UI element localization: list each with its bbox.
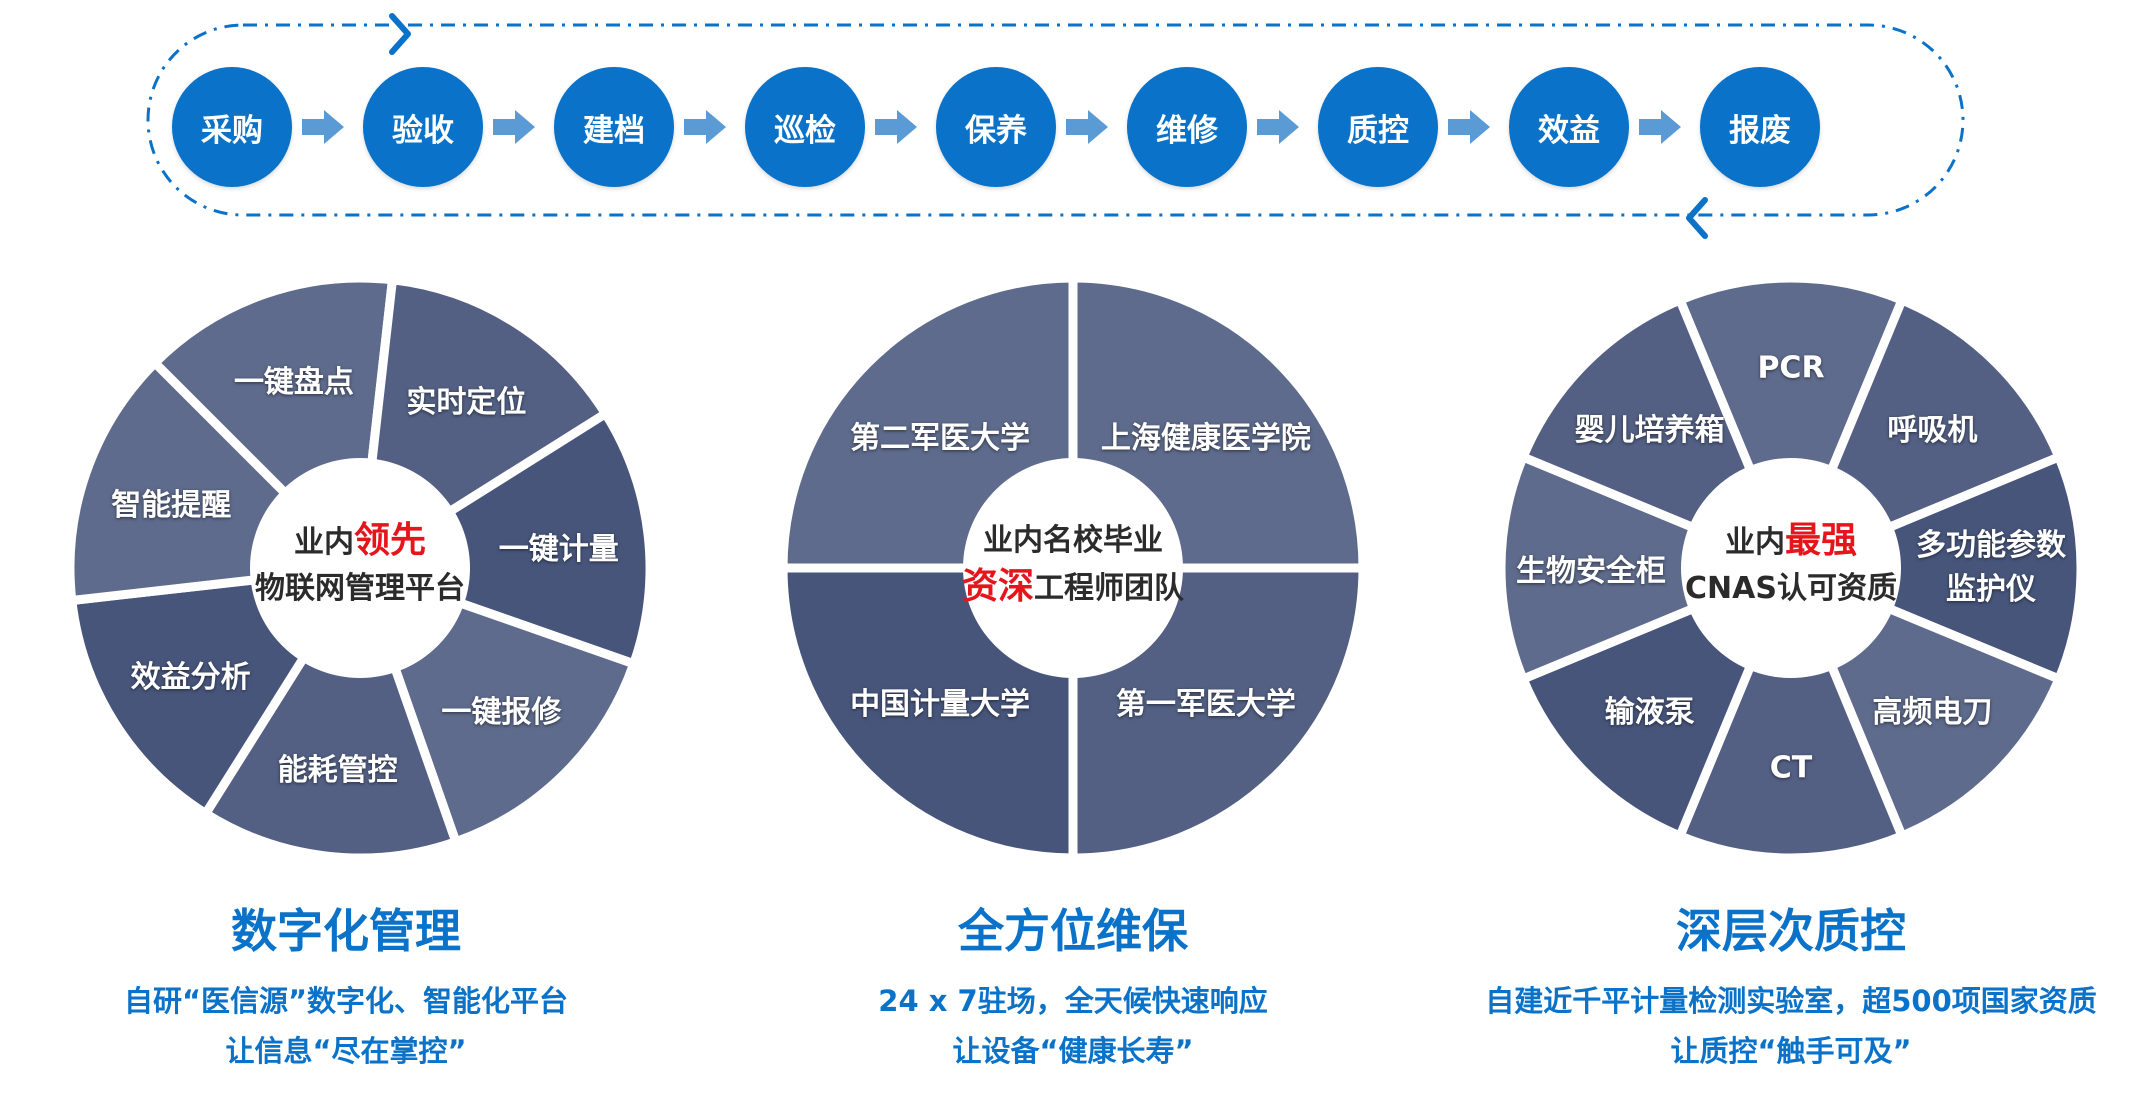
segment-label: 生物安全柜 — [1516, 554, 1666, 589]
wheel-center-hub — [250, 458, 470, 678]
wheel-segment[interactable] — [199, 557, 462, 863]
process-flow: 采购验收建档巡检保养维修质控效益报废 — [0, 0, 2147, 240]
segment-label: 婴儿培养箱 — [1574, 412, 1725, 448]
step-2[interactable]: 验收 — [363, 67, 483, 187]
maintenance-wheel: 业内名校毕业 资深工程师团队 上海健康医学院第一军医大学 中国计量大学第二军医大学 — [773, 268, 1373, 868]
segment-label: PCR — [1757, 350, 1825, 386]
segment-label: 多功能参数监护仪 — [1916, 528, 2066, 607]
center-highlight: 最强 — [1784, 520, 1858, 561]
wheel-center-hub — [963, 458, 1183, 678]
loop-arrow-left-icon — [1686, 197, 1708, 239]
wheel-segments — [778, 273, 1368, 863]
section-title-maintenance: 全方位维保 — [958, 904, 1188, 958]
flow-loop — [146, 13, 1965, 239]
wheel-segment[interactable] — [1779, 451, 2086, 685]
segment-label: 能耗管控 — [277, 752, 398, 788]
segment-label: 效益分析 — [130, 660, 251, 696]
segment-label: 高频电刀 — [1872, 695, 1993, 731]
section-desc-line1: 24 x 7驻场，全天候快速响应 — [878, 984, 1268, 1018]
segment-label: 第二军医大学 — [850, 421, 1031, 457]
section-desc-line2: 让设备“健康长寿” — [952, 1034, 1194, 1068]
segment-label: 实时定位 — [406, 384, 527, 420]
arrow-right-icon — [302, 110, 344, 144]
center-line1: 业内名校毕业 — [982, 523, 1163, 558]
section-title-digital: 数字化管理 — [231, 904, 461, 958]
segment-label: 中国计量大学 — [850, 686, 1031, 722]
segment-label: CT — [1769, 750, 1813, 786]
step-5[interactable]: 保养 — [936, 67, 1056, 187]
wheel-center-text: 业内领先 物联网管理平台 — [255, 518, 465, 612]
arrow-right-icon — [1639, 110, 1681, 144]
center-line2: 物联网管理平台 — [255, 571, 465, 606]
segment-label: 一键盘点 — [233, 365, 354, 401]
arrow-right-icon — [1066, 110, 1108, 144]
segment-label: 第一军医大学 — [1115, 686, 1296, 722]
section-desc-line1: 自研“医信源”数字化、智能化平台 — [123, 984, 569, 1018]
segment-label: 一键计量 — [498, 531, 619, 567]
step-6[interactable]: 维修 — [1127, 67, 1247, 187]
wheel-center-hub — [1681, 458, 1901, 678]
section-desc-line2: 让信息“尽在掌控” — [225, 1034, 467, 1068]
center-prefix: 业内 — [293, 525, 354, 560]
center-highlight: 领先 — [353, 520, 426, 561]
arrow-right-icon — [875, 110, 917, 144]
center-prefix: 业内 — [1724, 525, 1785, 560]
center-suffix: 工程师团队 — [1034, 571, 1185, 606]
dashed-loop-outline — [146, 23, 1965, 217]
segment-label: 输液泵 — [1604, 695, 1695, 731]
arrow-right-icon — [684, 110, 726, 144]
loop-arrow-right-icon — [389, 13, 411, 55]
wheel-segment[interactable] — [1674, 556, 1908, 863]
step-7[interactable]: 质控 — [1318, 67, 1438, 187]
arrow-right-icon — [493, 110, 535, 144]
wheel-segment[interactable] — [349, 407, 655, 670]
wheel-center-text: 业内最强 CNAS认可资质 — [1685, 518, 1897, 612]
quality-control-wheel: 业内最强 CNAS认可资质 PCR 呼吸机多功能参数监护仪高频电刀 CT 输液泵 生物安… — [1491, 268, 2091, 868]
wheel-segments — [65, 273, 655, 863]
wheel-segment[interactable] — [1674, 273, 1908, 580]
center-highlight: 资深 — [961, 566, 1035, 607]
arrow-right-icon — [1448, 110, 1490, 144]
segment-label: 智能提醒 — [111, 487, 232, 523]
step-9[interactable]: 报废 — [1700, 67, 1820, 187]
wheel-segment[interactable] — [1496, 451, 1803, 685]
section-desc-line1: 自建近千平计量检测实验室，超500项国家资质 — [1485, 984, 2097, 1018]
step-4[interactable]: 巡检 — [745, 67, 865, 187]
step-arrows — [302, 110, 1681, 144]
segment-label: 上海健康医学院 — [1100, 421, 1311, 457]
center-line2: CNAS认可资质 — [1685, 571, 1897, 606]
wheel-segments — [1496, 273, 2086, 863]
arrow-right-icon — [1257, 110, 1299, 144]
segment-label: 一键报修 — [441, 695, 562, 731]
step-1[interactable]: 采购 — [172, 67, 292, 187]
step-8[interactable]: 效益 — [1509, 67, 1629, 187]
segment-label: 呼吸机 — [1887, 412, 1978, 448]
section-title-quality: 深层次质控 — [1676, 904, 1906, 958]
step-3[interactable]: 建档 — [554, 67, 674, 187]
section-desc-line2: 让质控“触手可及” — [1670, 1034, 1912, 1068]
wheel-center-text: 业内名校毕业 资深工程师团队 — [962, 518, 1184, 612]
digital-management-wheel: 业内领先 物联网管理平台 一键盘点实时定位一键计量一键报修能耗管控 效益分析 智能提… — [60, 268, 660, 868]
